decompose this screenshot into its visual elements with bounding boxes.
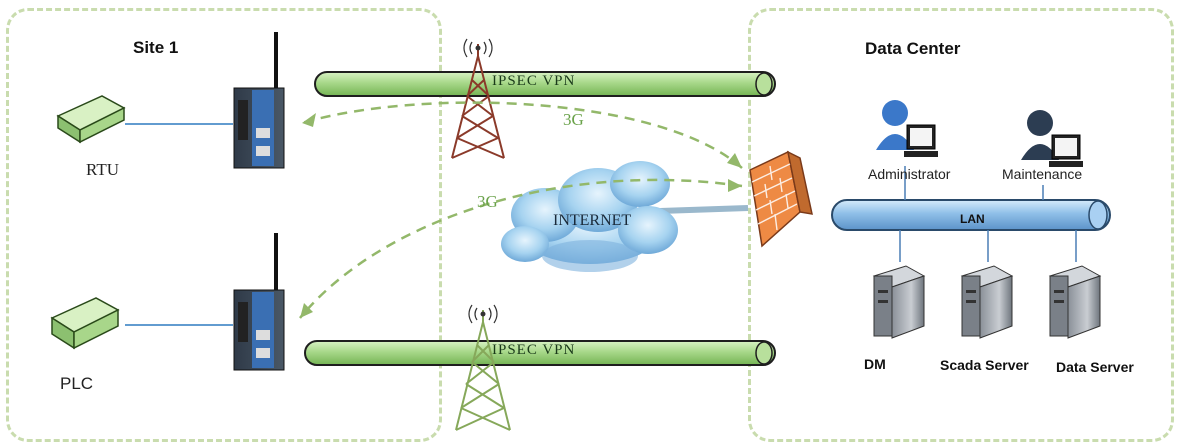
scada-server-icon bbox=[960, 265, 1014, 339]
cellular-bottom-label: 3G bbox=[477, 192, 498, 211]
data-server-label: Data Server bbox=[1056, 359, 1134, 375]
data-server-icon bbox=[1048, 265, 1102, 339]
internet-uplink bbox=[659, 205, 749, 214]
site1-title: Site 1 bbox=[133, 38, 179, 57]
lan-label: LAN bbox=[960, 212, 985, 226]
vpn-tunnel-bottom bbox=[304, 340, 776, 366]
vpn-tunnel-top bbox=[314, 71, 776, 97]
plc-device-icon bbox=[50, 297, 120, 350]
datacenter-title: Data Center bbox=[865, 39, 961, 58]
datacenter-region bbox=[748, 8, 1174, 442]
lan-drop-lines bbox=[899, 166, 1077, 262]
scada-server-label: Scada Server bbox=[940, 357, 1029, 373]
internet-cloud bbox=[501, 161, 678, 272]
cellular-link-bottom bbox=[299, 178, 743, 319]
plc-label: PLC bbox=[60, 374, 94, 393]
firewall-icon bbox=[749, 150, 813, 248]
cellular-top-label: 3G bbox=[563, 110, 584, 129]
router-top-icon bbox=[233, 32, 285, 169]
dm-label: DM bbox=[864, 356, 886, 372]
vpn-bottom-label: IPSEC VPN bbox=[492, 342, 576, 358]
dm-server-icon bbox=[872, 265, 926, 339]
maintenance-user-computer-icon bbox=[1021, 110, 1083, 167]
maintenance-label: Maintenance bbox=[1002, 166, 1083, 182]
router-bottom-icon bbox=[233, 233, 285, 371]
cell-tower-top-icon bbox=[451, 38, 505, 159]
lan-bus bbox=[831, 199, 1111, 231]
internet-label: INTERNET bbox=[553, 212, 632, 229]
field-links bbox=[125, 123, 233, 326]
rtu-device-icon bbox=[56, 95, 126, 144]
vpn-top-label: IPSEC VPN bbox=[492, 73, 576, 89]
cell-tower-bottom-icon bbox=[455, 304, 511, 431]
cellular-link-top bbox=[301, 101, 743, 169]
administrator-label: Administrator bbox=[868, 166, 951, 182]
administrator-user-computer-icon bbox=[876, 100, 938, 157]
site1-region bbox=[6, 8, 442, 442]
rtu-label: RTU bbox=[86, 160, 119, 179]
